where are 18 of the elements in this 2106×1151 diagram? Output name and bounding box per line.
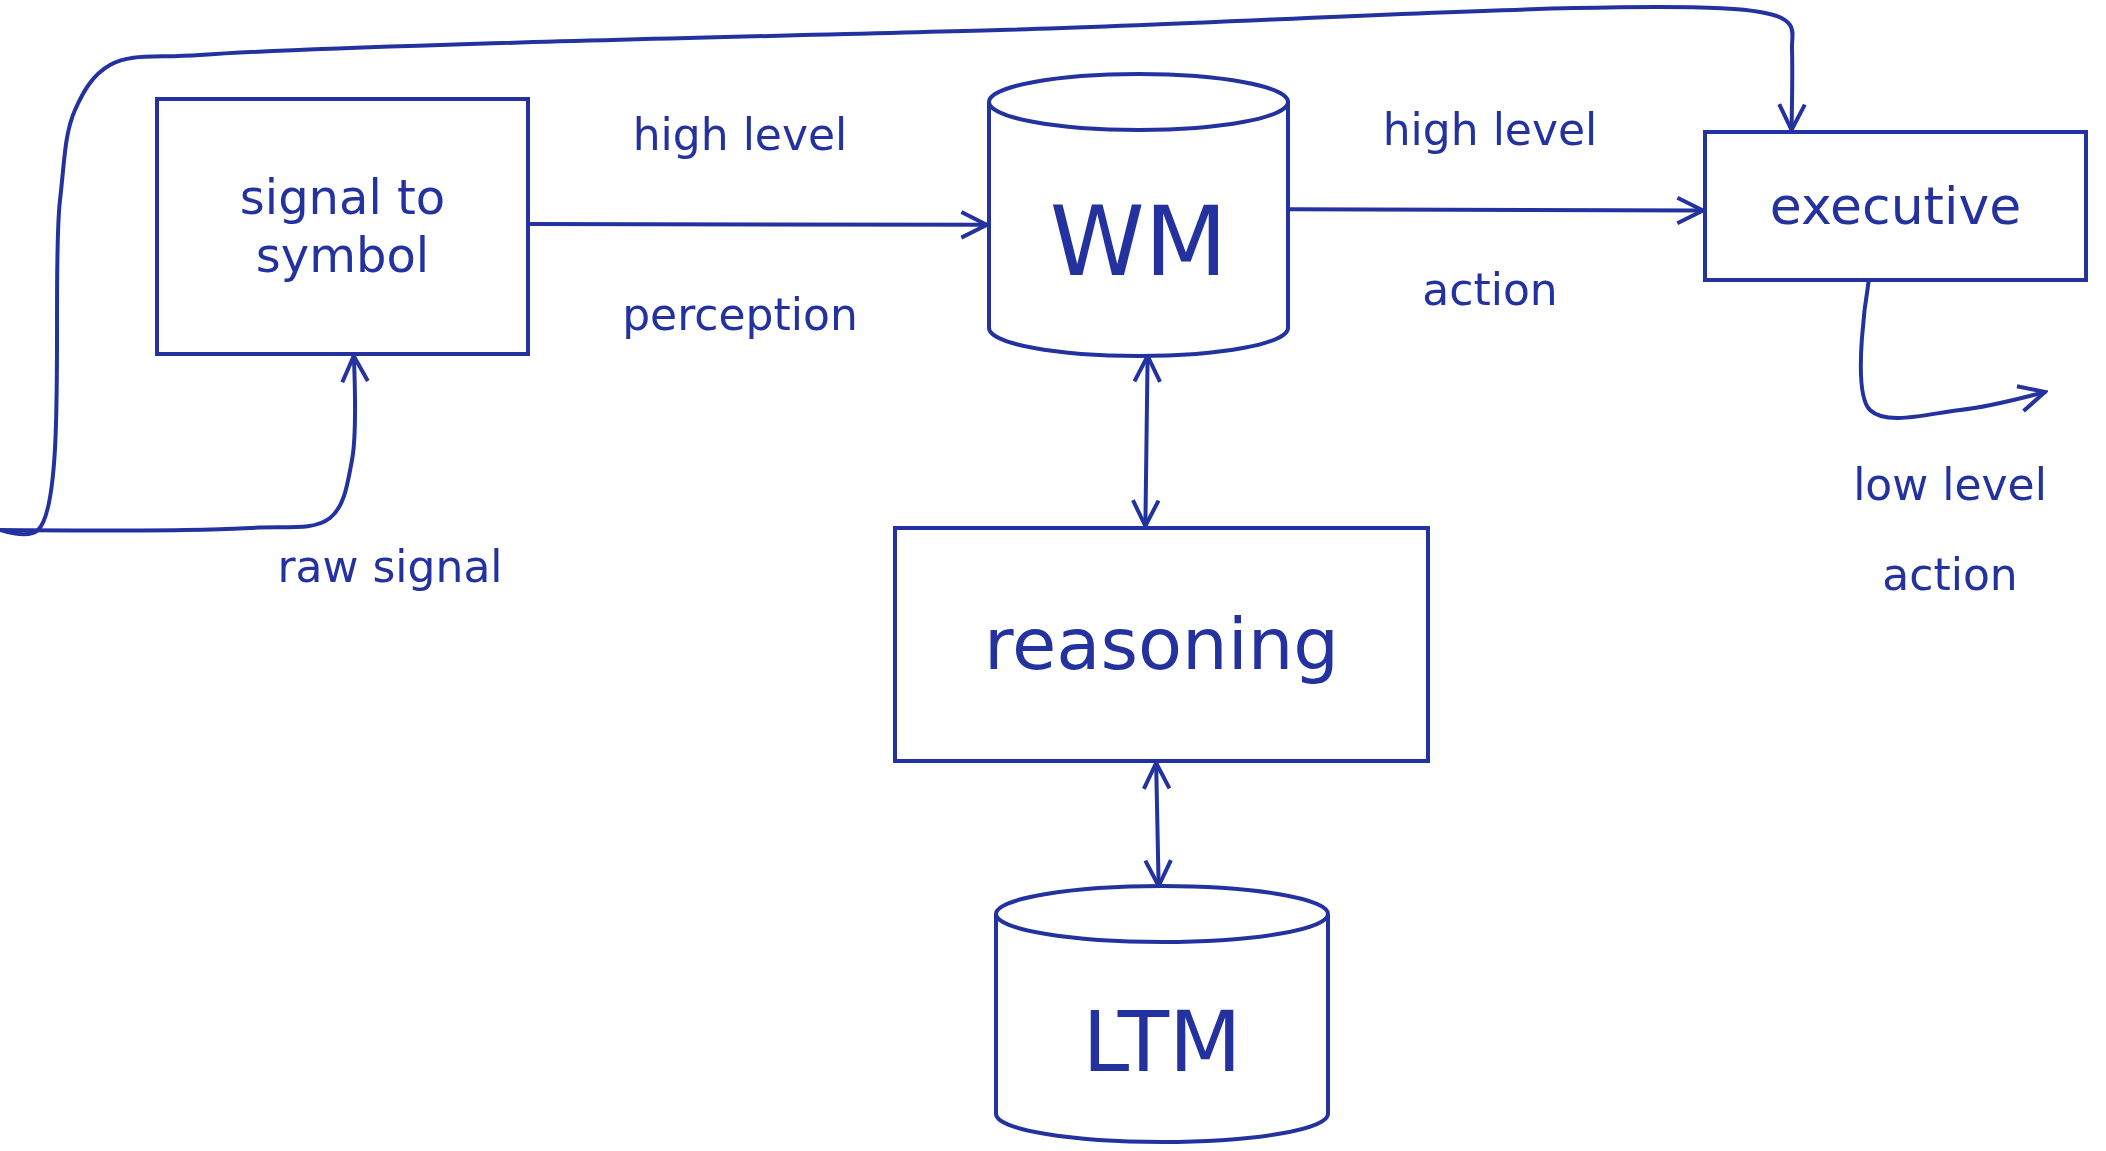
storage-cylinder: [994, 886, 1330, 1142]
edge-label: high level perception: [621, 108, 859, 342]
node-label: signal to symbol: [238, 168, 447, 285]
process-box: [155, 97, 530, 356]
arrow: [0, 354, 370, 533]
arrow: [1858, 280, 2047, 420]
node-label: executive: [1768, 174, 2023, 238]
edge-label: low level action: [1852, 458, 2048, 602]
node-label: LTM: [1081, 991, 1243, 1093]
storage-cylinder: [987, 74, 1290, 356]
node-label: reasoning: [983, 601, 1340, 688]
arrow: [0, 4, 1807, 537]
arrow: [1288, 195, 1705, 226]
process-box: [893, 526, 1430, 763]
node-label: WM: [1048, 185, 1229, 301]
edge-label: high level action: [1381, 103, 1599, 317]
process-box: [1703, 130, 2088, 282]
edge-label: raw signal: [276, 542, 504, 592]
